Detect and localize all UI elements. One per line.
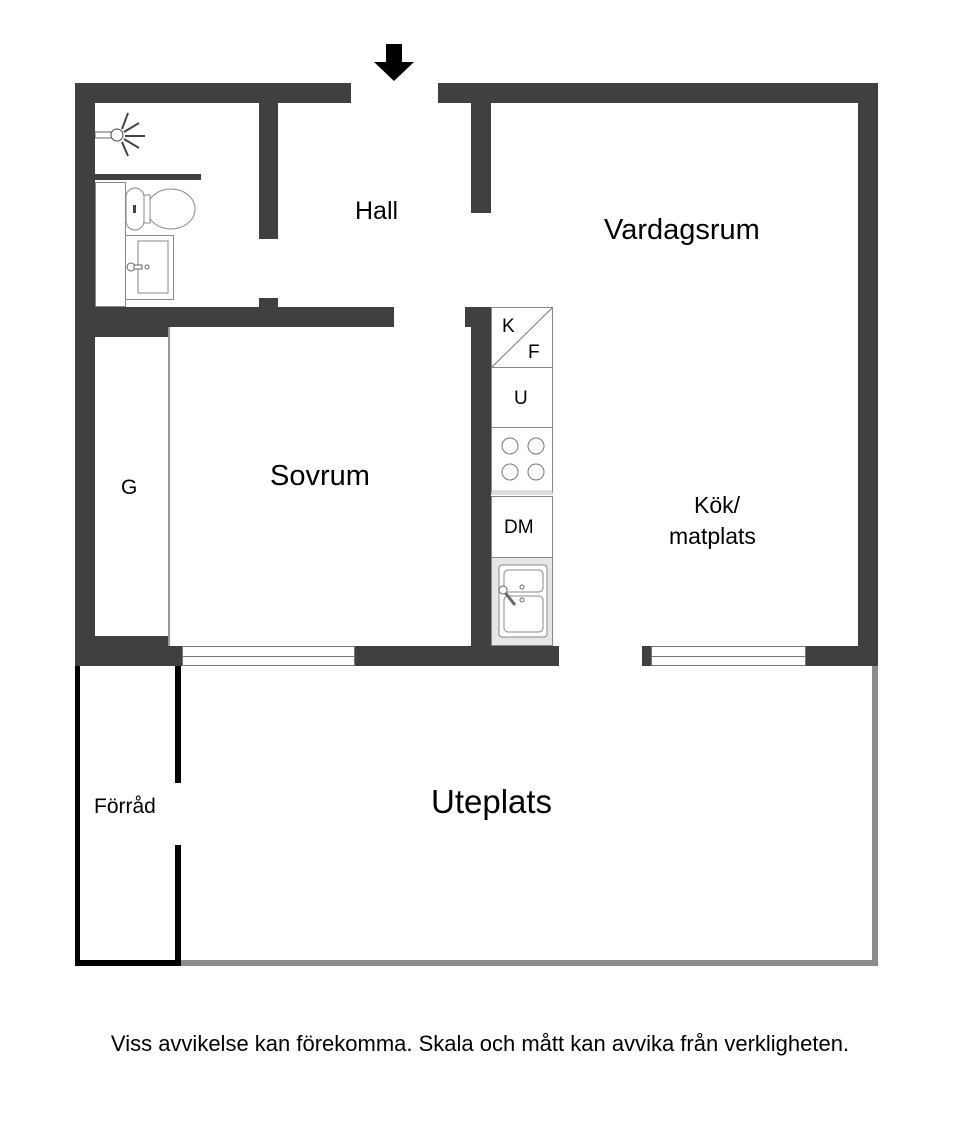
disclaimer: Viss avvikelse kan förekomma. Skala och … (110, 1031, 850, 1056)
wall-g-top (95, 327, 169, 337)
ugn-label: U (514, 388, 528, 409)
wall-top-right (438, 83, 878, 103)
wall-bottom-right (806, 646, 878, 666)
kyl-label: K (502, 316, 515, 337)
window-kok (651, 646, 806, 666)
room-label-garderob: G (121, 476, 138, 499)
toilet-icon (125, 187, 196, 231)
room-label-vardagsrum: Vardagsrum (604, 214, 760, 246)
window-sovrum (182, 646, 355, 666)
stove-burners-icon (501, 437, 545, 481)
room-label-hall: Hall (355, 197, 399, 225)
wall-bath-bottom (95, 307, 394, 327)
kitchen-sink-icon (498, 564, 548, 638)
bath-cabinet (95, 182, 126, 307)
wall-sovrum-kitchen (471, 307, 491, 666)
shower-icon (95, 112, 145, 157)
kyl-frys: K F (491, 307, 553, 368)
diskho (491, 557, 553, 646)
wardrobe-door-line (168, 327, 170, 646)
spis (491, 427, 553, 495)
uteplats-border-right (872, 666, 878, 966)
sink-icon (125, 235, 174, 300)
wall-g-bottom (95, 636, 169, 646)
forrad-wall-right-upper (175, 666, 181, 783)
wall-bottom-mid (355, 646, 559, 666)
wall-left (75, 83, 95, 666)
uteplats-border-bottom (181, 960, 878, 966)
room-label-matplats: matplats (669, 523, 756, 549)
wall-top-left (75, 83, 351, 103)
room-label-sovrum: Sovrum (270, 460, 370, 492)
room-label-uteplats: Uteplats (431, 783, 553, 820)
wall-hall-vardagsrum (471, 103, 491, 213)
wall-right (858, 83, 878, 666)
diskmaskin: DM (491, 496, 553, 558)
wall-bottom-left (75, 646, 182, 666)
forrad-wall-right-lower (175, 845, 181, 966)
room-label-kok: Kök/ (694, 492, 741, 518)
wall-bath-hall (259, 103, 278, 239)
wall-bottom-door-jamb (642, 646, 651, 666)
ugn: U (491, 367, 553, 428)
arrow-down-icon (374, 44, 414, 81)
room-label-forrad: Förråd (94, 795, 156, 818)
forrad-wall-left (75, 666, 80, 966)
diskmaskin-label: DM (504, 517, 534, 538)
shower-partition (95, 174, 201, 180)
forrad-wall-bottom (75, 960, 181, 966)
frys-label: F (528, 342, 540, 363)
